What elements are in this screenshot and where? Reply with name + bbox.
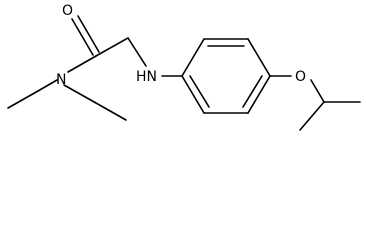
ring-bond-6 [181,75,205,114]
ring-inner-double-3 [189,75,210,108]
bond-n-ethyl2-ch2 [63,84,97,104]
bond-ch-ch3-left [299,101,325,131]
bond-carbonyl-double-1 [71,18,94,56]
atom-label-ether-oxygen: O [295,69,306,85]
chemical-structure-diagram: O N HN O [7,3,361,131]
bond-carbonyl-double-2 [77,15,100,53]
bond-ch2-nh [127,37,147,67]
ring-bond-3 [247,38,271,77]
ring-inner-double-2 [242,75,263,108]
bond-o-ch [310,79,325,103]
ring-bond-4 [247,75,271,114]
bond-carbonyl-c-ch2 [95,37,129,57]
atom-label-amine-nh: HN [136,69,157,85]
bond-ethyl1-ch2-n [37,79,58,92]
bond-n-carbonyl-c [67,55,97,73]
bond-ethyl2-ch2-ch3 [95,102,127,121]
ring-bond-1 [181,38,205,77]
bond-ethyl1-ch3-ch2 [7,90,39,109]
atom-label-amide-nitrogen: N [56,72,66,88]
atom-label-carbonyl-oxygen: O [62,3,73,19]
